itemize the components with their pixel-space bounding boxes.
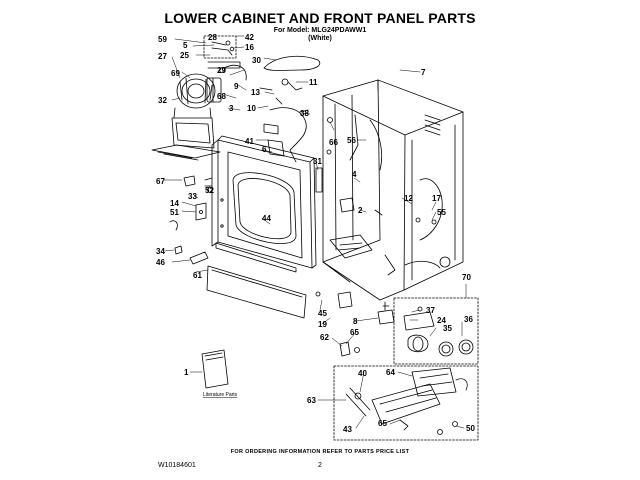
page-title: LOWER CABINET AND FRONT PANEL PARTS — [164, 10, 476, 26]
callout-38: 38 — [300, 109, 309, 118]
model-line: For Model: MLG24PDAWW1 — [273, 27, 367, 34]
ordering-note: FOR ORDERING INFORMATION REFER TO PARTS … — [230, 449, 410, 455]
callout-16: 16 — [245, 43, 254, 52]
callout-41: 41 — [245, 137, 254, 146]
page-number: 2 — [318, 462, 322, 469]
motor-assembly — [171, 35, 247, 149]
burner-assembly — [333, 365, 479, 441]
literature-booklet — [201, 349, 229, 389]
callout-12: 12 — [404, 194, 413, 203]
callout-43: 43 — [343, 425, 352, 434]
callout-3: 3 — [229, 104, 234, 113]
callout-62: 62 — [320, 333, 329, 342]
callout-8: 8 — [353, 317, 358, 326]
callout-6: 6 — [262, 145, 267, 154]
callout-37: 37 — [426, 306, 435, 315]
callout-5: 5 — [183, 41, 188, 50]
small-parts-left — [169, 175, 213, 265]
callout-65-lower: 65 — [378, 419, 387, 428]
callout-56: 56 — [347, 136, 356, 145]
callout-35: 35 — [443, 324, 452, 333]
toe-panel — [206, 265, 307, 319]
callout-32: 32 — [158, 96, 167, 105]
callout-10: 10 — [247, 104, 256, 113]
callout-36: 36 — [464, 315, 473, 324]
callout-65: 65 — [350, 328, 359, 337]
callout-33: 33 — [188, 192, 197, 201]
callout-42: 42 — [245, 33, 254, 42]
callout-19: 19 — [318, 320, 327, 329]
callout-40: 40 — [358, 369, 367, 378]
callout-55: 55 — [437, 208, 446, 217]
color-line: (White) — [308, 35, 332, 42]
callout-28: 28 — [208, 33, 217, 42]
drive-belt — [263, 55, 321, 71]
callout-17: 17 — [432, 194, 441, 203]
callout-24: 24 — [437, 316, 446, 325]
callout-labels: 59 5 28 42 16 25 27 30 69 29 11 7 9 13 6… — [156, 33, 475, 434]
callout-50: 50 — [466, 424, 475, 433]
callout-34: 34 — [156, 247, 165, 256]
callout-44: 44 — [262, 214, 271, 223]
callout-46: 46 — [156, 258, 165, 267]
callout-67: 67 — [156, 177, 165, 186]
callout-9: 9 — [234, 82, 239, 91]
callout-11: 11 — [309, 78, 318, 87]
callout-31: 31 — [313, 157, 322, 166]
callout-2: 2 — [358, 206, 363, 215]
callout-59: 59 — [158, 35, 167, 44]
callout-51: 51 — [170, 208, 179, 217]
callout-70: 70 — [462, 273, 471, 282]
callout-29: 29 — [217, 66, 226, 75]
callout-25: 25 — [180, 51, 189, 60]
callout-45: 45 — [318, 309, 327, 318]
base-plate — [151, 144, 221, 159]
small-parts-center — [315, 291, 479, 365]
callout-1: 1 — [184, 368, 189, 377]
callout-14: 14 — [170, 199, 179, 208]
callout-61: 61 — [193, 271, 202, 280]
callout-63: 63 — [307, 396, 316, 405]
document-number: W10184601 — [158, 462, 196, 469]
callout-4: 4 — [352, 170, 357, 179]
callout-52: 52 — [205, 186, 214, 195]
front-panel — [211, 135, 317, 269]
cabinet — [322, 79, 464, 301]
callout-13: 13 — [251, 88, 260, 97]
callout-30: 30 — [252, 56, 261, 65]
callout-7: 7 — [421, 68, 426, 77]
callout-27: 27 — [158, 52, 167, 61]
literature-label: Literature Parts — [203, 392, 238, 398]
wire-harness — [259, 78, 323, 193]
callout-64: 64 — [386, 368, 395, 377]
callout-66: 66 — [329, 138, 338, 147]
kick-strip — [215, 242, 297, 273]
callout-69: 69 — [171, 69, 180, 78]
leader-lines — [163, 35, 467, 429]
callout-68: 68 — [217, 92, 226, 101]
